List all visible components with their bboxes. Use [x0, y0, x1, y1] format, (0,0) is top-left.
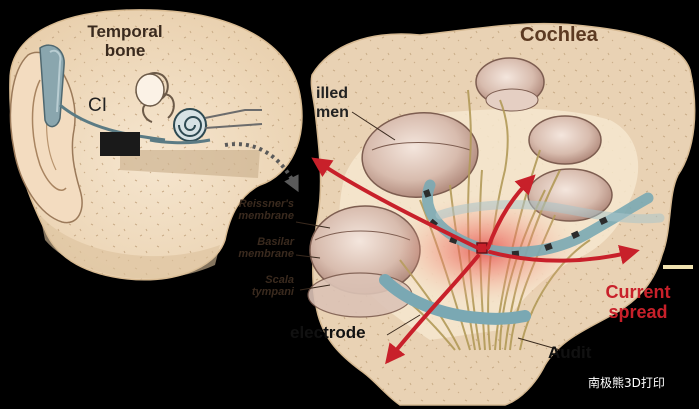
label-auditory-nerve: Audit: [548, 343, 592, 362]
label-fluid-filled-lumen: illed men: [316, 85, 349, 121]
edge-mark: [663, 265, 693, 269]
label-electrode: electrode: [290, 323, 366, 342]
label-temporal-bone: Temporal bone: [87, 22, 163, 60]
label-scala-tympani: Scala tympani: [251, 274, 294, 298]
label-leaders: [295, 111, 561, 351]
outer-ear: [9, 51, 83, 224]
label-ci: CI: [88, 95, 107, 116]
label-current-spread: Current spread: [605, 282, 671, 322]
cochlea-cross-section: [295, 22, 696, 406]
watermark: 南极熊3D打印: [588, 376, 665, 390]
current-spread-arrows: [311, 157, 640, 365]
label-basilar-membrane: Basilar membrane: [238, 236, 294, 260]
temporal-bone-illustration: [9, 9, 303, 281]
ci-processor: [39, 44, 166, 142]
zoom-dotted-arrow: [224, 142, 299, 193]
label-reissners-membrane: Reissner's membrane: [238, 198, 294, 222]
scala-chambers: [307, 57, 613, 318]
electrode-array: [379, 179, 665, 325]
label-cochlea: Cochlea: [520, 24, 598, 46]
inner-ear-detail: [135, 72, 263, 145]
